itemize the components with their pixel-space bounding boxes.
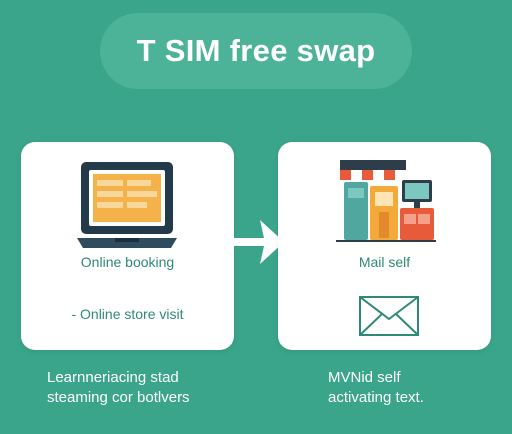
right-caption: MVNid self activating text. [328,368,488,408]
online-store-visit-label: - Online store visit [71,306,184,322]
arrow-right-icon [230,220,284,264]
mail-self-label: Mail self [358,254,411,270]
title-pill: T SIM free swap [100,13,412,89]
left-caption-line2: steaming cor botlvers [47,389,190,406]
online-card: Online booking - Online store visit [21,142,234,350]
shop-icon [336,160,436,242]
right-caption-line1: MVNid self [328,369,401,386]
online-booking-label: Online booking [80,254,175,270]
mail-icon [359,296,419,336]
mail-card: Mail self [278,142,491,350]
right-caption-line2: activating text. [328,389,424,406]
left-caption-line1: Learnneriacing stad [47,369,179,386]
laptop-icon [77,162,177,248]
left-caption: Learnneriacing stad steaming cor botlver… [47,368,247,408]
page-title: T SIM free swap [136,33,376,68]
